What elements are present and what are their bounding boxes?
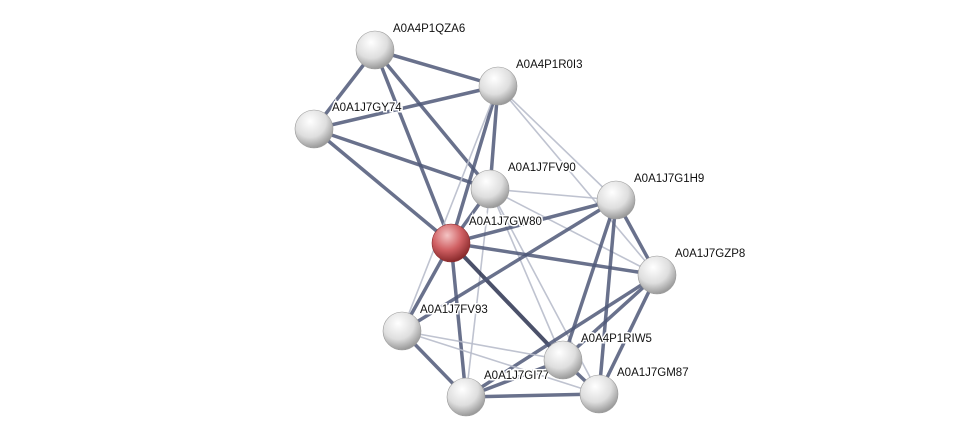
edge-A0A1J7GW80-A0A1J7GI77[interactable]	[449, 242, 468, 398]
edge-A0A4P1R0I3-A0A1J7GZP8[interactable]	[497, 85, 658, 276]
protein-node[interactable]	[637, 255, 677, 295]
protein-node[interactable]	[579, 374, 619, 414]
edge-A0A1J7GW80-A0A4P1RIW5[interactable]	[449, 241, 565, 362]
edge-A0A4P1R0I3-A0A1J7G1H9[interactable]	[497, 85, 617, 201]
edge-A0A4P1QZA6-A0A4P1R0I3[interactable]	[374, 48, 499, 88]
node-label: A0A1J7FV93	[420, 304, 488, 316]
edge-A0A1J7GZP8-A0A1J7GI77[interactable]	[465, 273, 658, 399]
node-label: A0A1J7GZP8	[675, 248, 745, 260]
edge-A0A1J7GW80-A0A1J7G1H9[interactable]	[450, 198, 617, 245]
edge-A0A1J7GI77-A0A1J7GM87[interactable]	[465, 392, 600, 399]
edge-A0A4P1QZA6-A0A1J7FV90[interactable]	[373, 48, 492, 191]
edge-A0A1J7GW80-A0A1J7GZP8[interactable]	[450, 241, 658, 277]
protein-node[interactable]	[478, 66, 518, 106]
node-label: A0A4P1RIW5	[581, 333, 652, 345]
edge-A0A1J7GY74-A0A1J7FV90[interactable]	[313, 127, 491, 191]
edge-A0A1J7FV90-A0A1J7G1H9[interactable]	[489, 188, 617, 201]
edge-A0A1J7FV90-A0A1J7GZP8[interactable]	[489, 188, 658, 276]
node-label: A0A4P1QZA6	[393, 23, 465, 35]
node-label: A0A1J7GY74	[332, 102, 402, 114]
edge-A0A1J7FV93-A0A4P1RIW5[interactable]	[401, 330, 564, 361]
protein-node[interactable]	[543, 340, 583, 380]
node-label: A0A1J7GI77	[484, 370, 549, 382]
node-label: A0A4P1R0I3	[516, 59, 583, 71]
protein-node[interactable]	[382, 311, 422, 351]
protein-node[interactable]	[446, 377, 486, 417]
edge-A0A1J7G1H9-A0A4P1RIW5[interactable]	[561, 199, 618, 361]
edge-A0A4P1R0I3-A0A1J7GW80[interactable]	[449, 85, 500, 244]
node-label: A0A1J7GM87	[617, 367, 689, 379]
protein-node[interactable]	[596, 180, 636, 220]
node-label: A0A1J7FV90	[508, 162, 576, 174]
protein-node[interactable]	[355, 30, 395, 70]
edge-A0A1J7FV90-A0A4P1RIW5[interactable]	[489, 188, 564, 361]
edge-A0A4P1R0I3-A0A1J7FV93[interactable]	[401, 85, 499, 332]
edge-A0A1J7GY74-A0A4P1R0I3[interactable]	[313, 84, 499, 131]
query-node[interactable]	[431, 223, 471, 263]
protein-node[interactable]	[470, 169, 510, 209]
edge-A0A1J7G1H9-A0A1J7GM87[interactable]	[597, 199, 618, 395]
edge-A0A1J7GY74-A0A1J7GW80[interactable]	[312, 127, 453, 245]
node-label: A0A1J7G1H9	[634, 173, 704, 185]
edge-A0A1J7GZP8-A0A4P1RIW5[interactable]	[561, 273, 659, 362]
node-label: A0A1J7GW80	[469, 216, 542, 228]
edge-A0A1J7FV90-A0A1J7GI77[interactable]	[465, 188, 491, 398]
edge-A0A1J7GZP8-A0A1J7GM87[interactable]	[597, 274, 659, 395]
edge-A0A1J7FV93-A0A1J7GM87[interactable]	[401, 330, 600, 395]
edge-A0A4P1QZA6-A0A1J7GW80[interactable]	[373, 49, 453, 244]
protein-node[interactable]	[294, 109, 334, 149]
edge-A0A1J7G1H9-A0A1J7FV93[interactable]	[401, 198, 617, 333]
